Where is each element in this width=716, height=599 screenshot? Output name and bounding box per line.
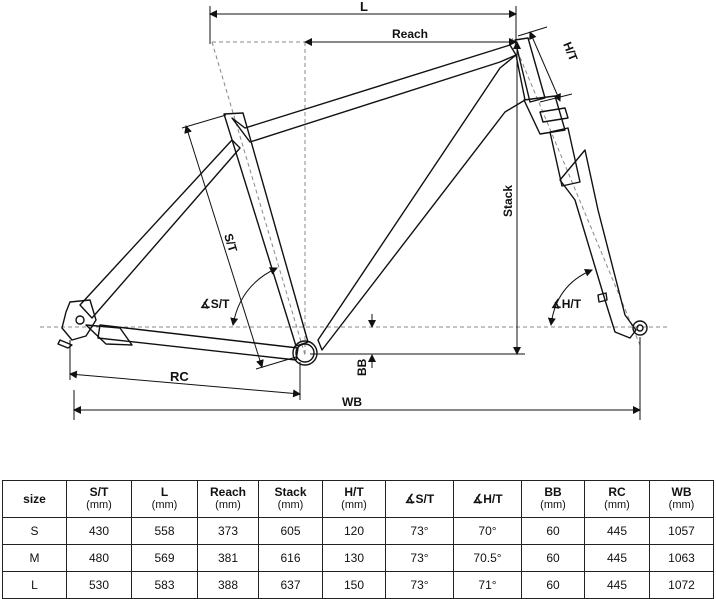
ht-label: H/T (560, 40, 580, 64)
column-header: WB(mm) (649, 480, 714, 518)
fork-lower (559, 149, 637, 339)
frame (57, 37, 648, 366)
table-cell: M (2, 544, 67, 572)
st-angle-label: ∡S/T (200, 297, 230, 311)
st-dimension-line (184, 125, 264, 368)
table-cell: 1057 (649, 517, 714, 545)
table-cell: 60 (521, 571, 585, 599)
column-header: RC(mm) (584, 480, 650, 518)
reach-label: Reach (392, 27, 428, 41)
chain-stay (97, 324, 299, 361)
table-cell: 1063 (649, 544, 714, 572)
table-cell: 605 (258, 517, 323, 545)
table-cell: 616 (258, 544, 323, 572)
stack-label: Stack (501, 185, 515, 217)
table-row: S 430 558 373 605 120 73° 70° 60 445 105… (2, 517, 714, 545)
table-cell: 480 (66, 544, 132, 572)
table-cell: 1072 (649, 571, 714, 599)
ht-dimension-line (529, 31, 561, 102)
table-cell: 445 (584, 571, 650, 599)
table-cell: 60 (521, 544, 585, 572)
column-header: H/T(mm) (322, 480, 386, 518)
table-cell: 381 (197, 544, 259, 572)
column-header: L(mm) (131, 480, 198, 518)
column-header: ∡H/T (453, 480, 522, 518)
table-cell: 73° (385, 571, 454, 599)
seat-stay (79, 139, 241, 319)
table-row: L 530 583 388 637 150 73° 71° 60 445 107… (2, 571, 714, 599)
l-label: L (360, 0, 368, 14)
rc-dimension-line (69, 370, 301, 398)
table-cell: 637 (258, 571, 323, 599)
table-cell: 569 (131, 544, 198, 572)
table-cell: 70° (453, 517, 522, 545)
geometry-table: size S/T(mm) L(mm) Reach(mm) Stack(mm) H… (2, 480, 714, 599)
table-cell: 71° (453, 571, 522, 599)
table-cell: 373 (197, 517, 259, 545)
rear-dropout (61, 299, 97, 341)
column-header: BB(mm) (521, 480, 585, 518)
down-tube (317, 54, 526, 351)
table-cell: S (2, 517, 67, 545)
table-cell: 583 (131, 571, 198, 599)
bottom-bracket (292, 340, 318, 366)
derailleur-hanger (85, 324, 133, 346)
table-cell: 60 (521, 517, 585, 545)
column-header: Stack(mm) (258, 480, 323, 518)
column-header: size (2, 480, 67, 518)
table-row: M 480 569 381 616 130 73° 70.5° 60 445 1… (2, 544, 714, 572)
table-cell: 120 (322, 517, 386, 545)
st-label: S/T (221, 232, 240, 255)
top-tube (231, 44, 517, 143)
table-cell: 73° (385, 517, 454, 545)
table-cell: 530 (66, 571, 132, 599)
bb-label: BB (355, 358, 369, 376)
table-cell: 558 (131, 517, 198, 545)
wb-label: WB (342, 395, 362, 409)
table-header-row: size S/T(mm) L(mm) Reach(mm) Stack(mm) H… (2, 480, 714, 518)
fork-stanchion (549, 127, 581, 187)
table-cell: 445 (584, 517, 650, 545)
table-cell: 73° (385, 544, 454, 572)
ht-angle-label: ∡H/T (551, 297, 582, 311)
table-cell: 150 (322, 571, 386, 599)
table-cell: 70.5° (453, 544, 522, 572)
table-cell: 445 (584, 544, 650, 572)
table-cell: 388 (197, 571, 259, 599)
ht-angle-arc (547, 269, 593, 326)
table-cell: 430 (66, 517, 132, 545)
column-header: ∡S/T (385, 480, 454, 518)
column-header: Reach(mm) (197, 480, 259, 518)
bike-geometry-diagram: L Reach H/T Stack S/T ∡S/T ∡H/T BB RC WB (40, 0, 668, 420)
table-cell: 130 (322, 544, 386, 572)
rc-label: RC (170, 369, 189, 384)
column-header: S/T(mm) (66, 480, 132, 518)
front-dropout (632, 320, 648, 336)
st-angle-arc (230, 267, 278, 326)
table-cell: L (2, 571, 67, 599)
